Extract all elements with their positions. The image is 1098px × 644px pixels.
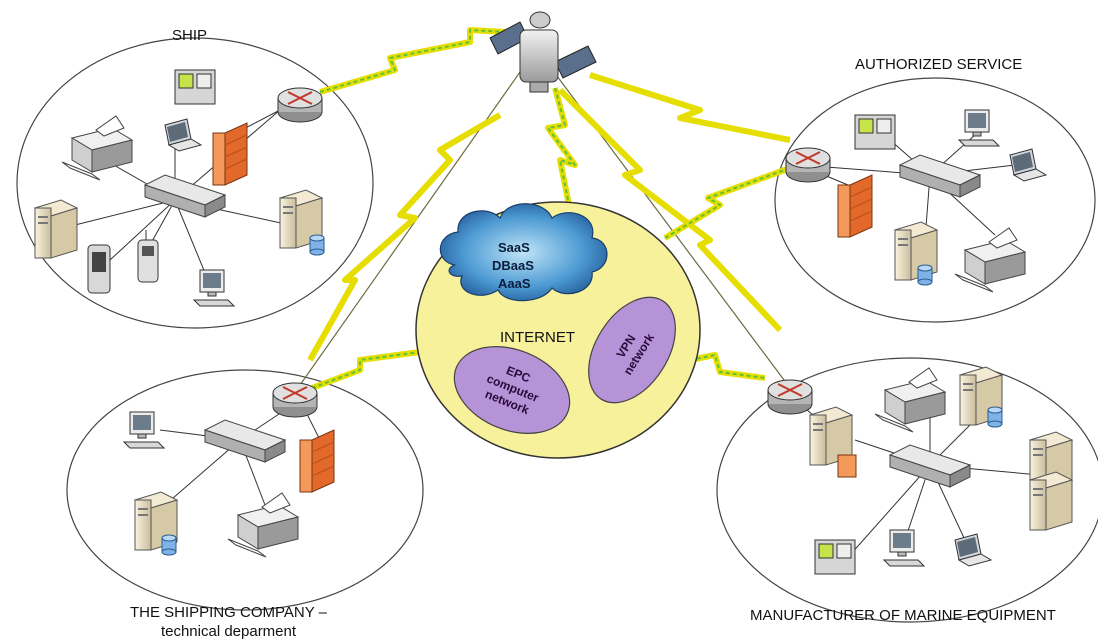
authorized-service-group xyxy=(774,77,1096,323)
shipping-switch-icon xyxy=(204,419,286,463)
ship-monitor-icon xyxy=(174,69,216,105)
manufacturer-db-icon xyxy=(987,406,1003,428)
internet-label: INTERNET xyxy=(500,329,575,346)
vpn-network xyxy=(588,296,676,404)
ship-laptop-icon xyxy=(164,118,202,152)
authorized-db-icon xyxy=(917,264,933,286)
shipping-company-line-2: technical deparment xyxy=(160,623,297,640)
cloud-icon xyxy=(439,203,608,302)
ship-pc-icon xyxy=(193,269,235,307)
shipping-printer-icon xyxy=(227,492,299,558)
ship-db-icon xyxy=(309,234,325,256)
authorized-switch-icon xyxy=(899,154,981,198)
satellite-icon xyxy=(489,11,597,93)
shipping-firewall-icon xyxy=(299,429,335,493)
ship-label: SHIP xyxy=(172,27,208,44)
authorized-printer-icon xyxy=(954,227,1026,293)
epc-network xyxy=(453,346,571,434)
cloud-service-aaas: AaaS xyxy=(498,276,531,291)
ship-server-icon xyxy=(34,199,78,259)
ship-router-icon xyxy=(277,87,323,123)
manufacturer-router-icon xyxy=(767,379,813,415)
manufacturer-label: MANUFACTURER OF MARINE EQUIPMENT xyxy=(750,607,1056,624)
ship-group xyxy=(16,37,374,329)
manufacturer-firewall-icon xyxy=(837,454,857,478)
cloud-service-saas: SaaS xyxy=(498,240,530,255)
manufacturer-switch-icon xyxy=(889,444,971,488)
shipping-company-label: THE SHIPPING COMPANY – technical deparme… xyxy=(130,603,327,641)
authorized-laptop-icon xyxy=(1009,148,1047,182)
shipping-db-icon xyxy=(161,534,177,556)
authorized-service-label: AUTHORIZED SERVICE xyxy=(855,56,1023,73)
ship-pda-icon xyxy=(87,244,111,294)
manufacturer-server-rack-icon xyxy=(1029,431,1073,531)
ship-printer-icon xyxy=(61,115,133,181)
authorized-firewall-icon xyxy=(837,174,873,238)
authorized-monitor-icon xyxy=(854,114,896,150)
manufacturer-laptop-icon xyxy=(954,533,992,567)
manufacturer-printer-icon xyxy=(874,367,946,433)
shipping-pc-icon xyxy=(123,411,165,449)
authorized-links xyxy=(799,134,1016,241)
shipping-company-line-1: THE SHIPPING COMPANY – xyxy=(130,604,327,621)
shipping-router-icon xyxy=(272,382,318,418)
manufacturer-monitor-icon xyxy=(814,539,856,575)
ship-phone-icon xyxy=(137,230,159,283)
authorized-pc-icon xyxy=(958,109,1000,147)
authorized-router-icon xyxy=(785,147,831,183)
ship-firewall-icon xyxy=(212,122,248,186)
shipping-company-group xyxy=(66,369,424,611)
cloud-service-dbaas: DBaaS xyxy=(492,258,534,273)
wireless-links xyxy=(307,27,792,391)
manufacturer-group xyxy=(716,357,1098,623)
manufacturer-pc-icon xyxy=(883,529,925,567)
